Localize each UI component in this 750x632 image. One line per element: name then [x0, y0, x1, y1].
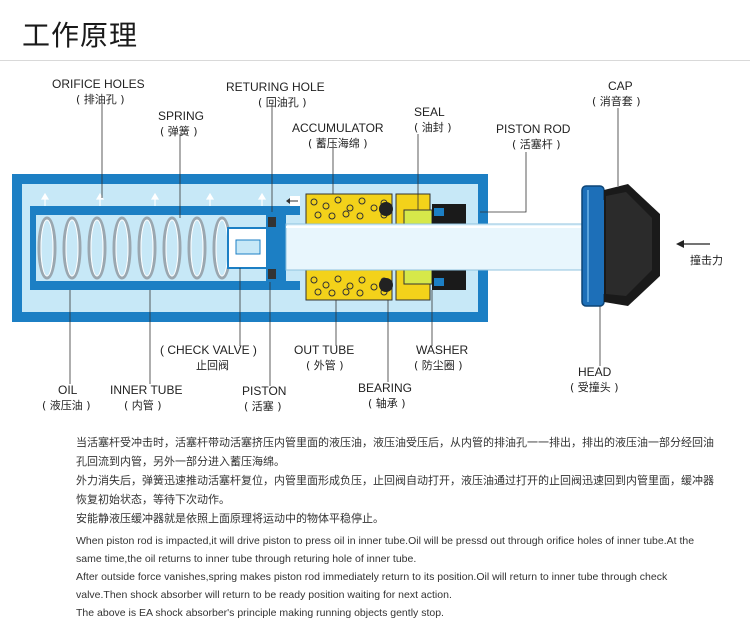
- spring-label: SPRING: [158, 109, 204, 123]
- accumulator: [305, 193, 393, 301]
- spring: [37, 216, 232, 280]
- cap-label: CAP: [608, 79, 633, 93]
- piston-rod-label-cn: ( 活塞杆 ): [512, 137, 561, 151]
- inner-tube: [30, 206, 300, 290]
- description-en: When piston rod is impacted,it will driv…: [50, 532, 720, 622]
- oil-label: OIL: [58, 383, 78, 397]
- description-en-paragraph: The above is EA shock absorber's princip…: [76, 607, 444, 619]
- orifice-holes-label-cn: ( 排油孔 ): [76, 92, 125, 106]
- cap: [604, 184, 660, 306]
- cap-label-cn: ( 消音套 ): [592, 94, 641, 108]
- head-label: HEAD: [578, 365, 612, 379]
- inner-tube-label: INNER TUBE: [110, 383, 182, 397]
- out-tube-label: OUT TUBE: [294, 343, 354, 357]
- seal-label-cn: ( 油封 ): [414, 120, 452, 134]
- washer-label-cn: ( 防尘圈 ): [414, 358, 463, 372]
- piston-label-cn: ( 活塞 ): [244, 399, 282, 413]
- piston-label: PISTON: [242, 384, 286, 398]
- impact-force-label: 撞击力: [690, 253, 723, 267]
- bearing-label: BEARING: [358, 381, 412, 395]
- head-label-cn: ( 受撞头 ): [570, 380, 619, 394]
- piston-rod-label: PISTON ROD: [496, 122, 571, 136]
- page-title: 工作原理: [22, 19, 139, 52]
- spring-highlight: [40, 219, 229, 277]
- check-valve-label-cn: 止回阀: [196, 358, 229, 372]
- bearing: [395, 193, 431, 301]
- inner-tube-label-cn: ( 内管 ): [124, 398, 162, 412]
- returing-hole: [286, 196, 300, 206]
- description-cn-paragraph: 安能静液压缓冲器就是依照上面原理将运动中的物体平稳停止。: [76, 512, 384, 525]
- accumulator-label: ACCUMULATOR: [292, 121, 384, 135]
- piston-rod: [285, 223, 583, 271]
- title-divider: [0, 60, 750, 61]
- returing-hole-label: RETURING HOLE: [226, 80, 325, 94]
- oil-label-cn: ( 液压油 ): [42, 398, 91, 412]
- description-cn: 当活塞杆受冲击时，活塞杆带动活塞挤压内管里面的液压油，液压油受压后，从内管的排油…: [50, 433, 720, 528]
- description-cn-paragraph: 外力消失后，弹簧迅速推动活塞杆复位，内管里面形成负压，止回阀自动打开，液压油通过…: [76, 474, 714, 506]
- orifice-arrows: [40, 192, 267, 206]
- impact-arrow: [676, 240, 710, 248]
- orifice-holes-label: ORIFICE HOLES: [52, 77, 145, 91]
- spring-label-cn: ( 弹簧 ): [160, 124, 198, 138]
- piston: [266, 215, 286, 281]
- accumulator-label-cn: ( 蓄压海绵 ): [308, 136, 368, 150]
- check-valve-label: ( CHECK VALVE ): [160, 343, 257, 357]
- bearing-label-cn: ( 轴承 ): [368, 396, 406, 410]
- description-en-paragraph: After outside force vanishes,spring make…: [76, 571, 668, 601]
- description-cn-paragraph: 当活塞杆受冲击时，活塞杆带动活塞挤压内管里面的液压油，液压油受压后，从内管的排油…: [76, 436, 714, 468]
- washer-label: WASHER: [416, 343, 469, 357]
- seal-label: SEAL: [414, 105, 445, 119]
- washer: [432, 204, 466, 290]
- leader-lines: [69, 104, 619, 386]
- description-en-paragraph: When piston rod is impacted,it will driv…: [76, 535, 695, 565]
- shock-absorber-diagram: 撞击力 ORIFICE HOLES ( 排油孔 ) SPRING ( 弹簧 ) …: [12, 77, 723, 413]
- out-tube-label-cn: ( 外管 ): [306, 358, 344, 372]
- returing-hole-label-cn: ( 回油孔 ): [258, 95, 307, 109]
